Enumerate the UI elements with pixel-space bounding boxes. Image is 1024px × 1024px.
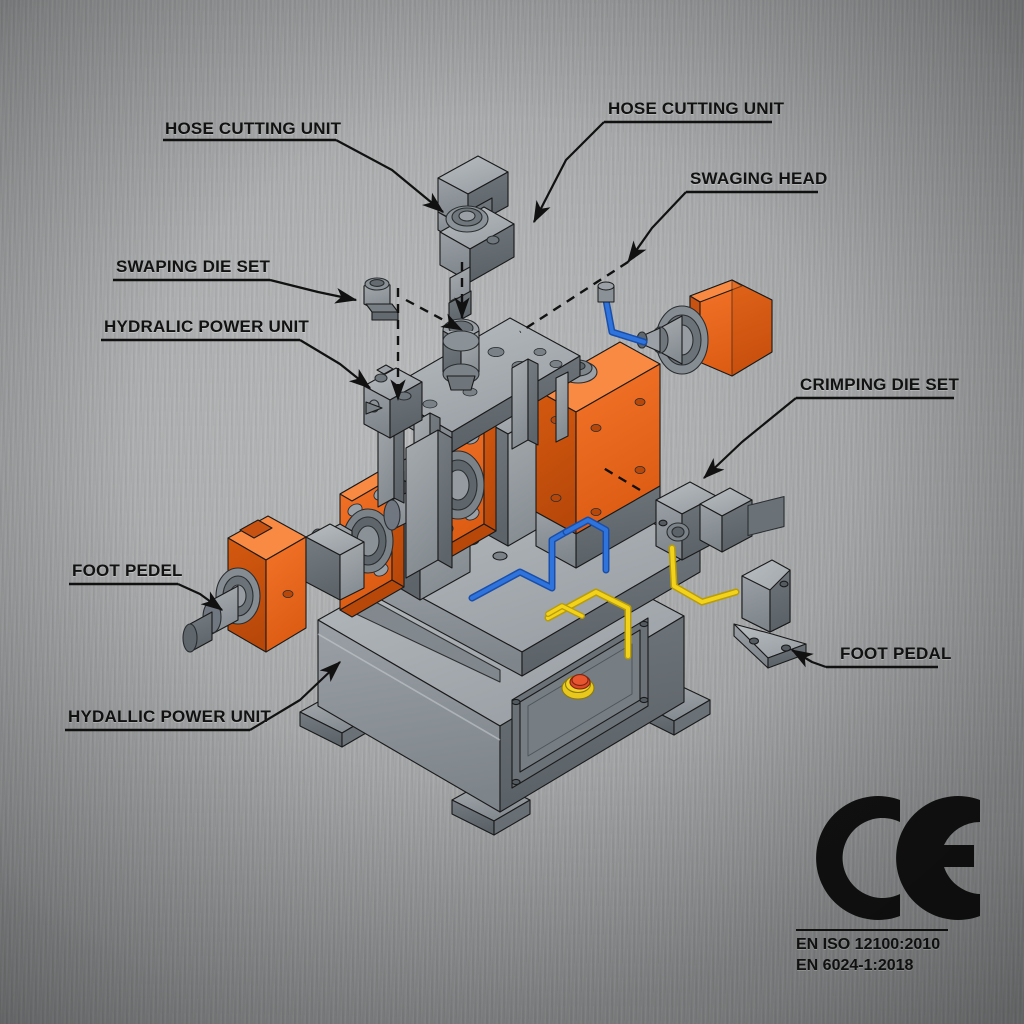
hose-blue-swaging	[597, 281, 648, 346]
hose-yellow-pedal	[668, 544, 740, 606]
support-post-right	[511, 358, 529, 450]
callout-label-swaping-die-set: SWAPING DIE SET	[116, 257, 271, 276]
swaping-die-set	[363, 277, 399, 321]
callout-label-foot-pedal-right: FOOT PEDAL	[840, 644, 952, 663]
hose-yellow-machine	[544, 588, 632, 660]
callout-arrow-hose-cutting-unit-right	[533, 121, 605, 224]
callout-arrow-hydallic-power-unit	[249, 661, 341, 731]
callout-label-hose-cutting-unit-left: HOSE CUTTING UNIT	[165, 119, 342, 138]
ce-standard-0: EN ISO 12100:2010	[796, 936, 941, 953]
callout-leader-lines	[65, 120, 954, 732]
callout-arrow-hydralic-power-unit	[299, 339, 372, 389]
crimping-die-set	[655, 481, 753, 561]
swaging-head	[636, 279, 773, 377]
callout-arrow-swaging-head	[627, 191, 687, 264]
callout-arrow-hose-cutting-unit-left	[335, 139, 445, 213]
callout-label-foot-pedel-left: FOOT PEDEL	[72, 561, 183, 580]
cabinet-access-panel[interactable]	[511, 617, 649, 789]
assembly-dashed-lines	[390, 260, 641, 492]
ce-standard-1: EN 6024-1:2018	[796, 957, 914, 974]
ce-mark	[796, 796, 980, 931]
emergency-stop-button[interactable]	[561, 674, 595, 700]
callout-arrow-crimping-die-set	[703, 397, 797, 479]
callout-arrow-foot-pedel-left	[177, 582, 224, 611]
upper-gantry-frame	[363, 317, 581, 579]
foot-pedal-right	[733, 495, 807, 669]
foot-pedal-left	[182, 515, 365, 653]
callout-label-crimping-die-set: CRIMPING DIE SET	[800, 375, 960, 394]
gantry-left-bracket	[363, 364, 423, 439]
callout-label-swaging-head: SWAGING HEAD	[690, 169, 828, 188]
hose-yellow-cabinet	[545, 603, 585, 619]
callout-arrow-foot-pedal-right	[790, 649, 827, 669]
callout-arrow-swaping-die-set	[269, 278, 358, 304]
callout-label-hose-cutting-unit-right: HOSE CUTTING UNIT	[608, 99, 785, 118]
callout-label-hydallic-power-unit: HYDALLIC POWER UNIT	[68, 707, 272, 726]
hose-blue-bed	[468, 516, 610, 602]
callout-label-hydralic-power-unit: HYDRALIC POWER UNIT	[104, 317, 309, 336]
